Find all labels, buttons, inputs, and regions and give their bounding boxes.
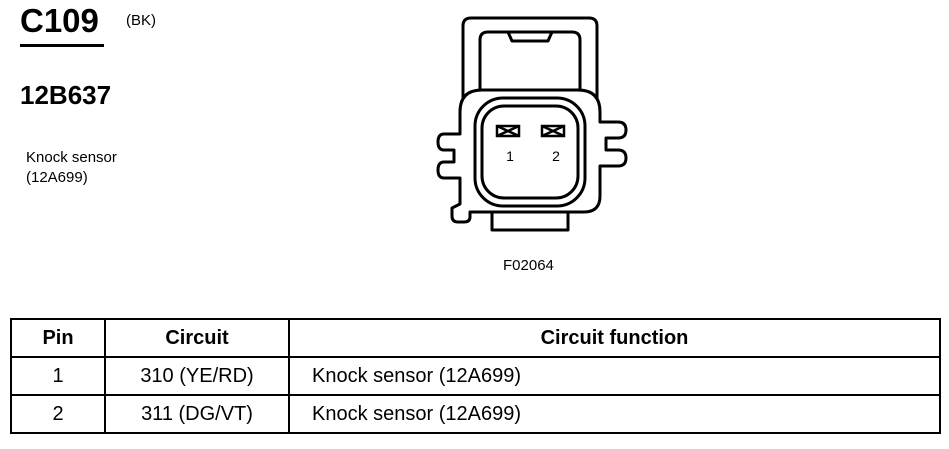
connector-id: C109 [20,2,99,39]
pin-table: Pin Circuit Circuit function 1 310 (YE/R… [10,318,941,434]
header-circuit: Circuit [104,318,290,358]
device-name-line-2: (12A699) [26,169,88,186]
table-row: 1 310 (YE/RD) Knock sensor (12A699) [10,356,941,396]
connector-color: (BK) [126,12,156,29]
pin-1-terminal [495,124,521,138]
device-name: Knock sensor (12A699) [26,148,117,188]
connector-cavity [480,104,580,200]
figure-code: F02064 [503,257,554,274]
device-name-line-1: Knock sensor [26,149,117,166]
header-pin: Pin [10,318,106,358]
connector-face-drawing: 1 2 [436,16,628,232]
cell-circuit-function: Knock sensor (12A699) [288,356,941,396]
cell-pin: 1 [10,356,106,396]
cell-circuit-function: Knock sensor (12A699) [288,394,941,434]
cell-pin: 2 [10,394,106,434]
pin-1-label: 1 [506,148,514,164]
header-circuit-function: Circuit function [288,318,941,358]
pin-2-label: 2 [552,148,560,164]
table-header-row: Pin Circuit Circuit function [10,318,941,358]
pin-2-terminal [540,124,566,138]
cell-circuit: 311 (DG/VT) [104,394,290,434]
connector-id-underline [20,44,104,47]
connector-lock-tab [506,31,554,43]
table-row: 2 311 (DG/VT) Knock sensor (12A699) [10,394,941,434]
part-number: 12B637 [20,80,112,110]
connector-latch [461,16,599,102]
cell-circuit: 310 (YE/RD) [104,356,290,396]
